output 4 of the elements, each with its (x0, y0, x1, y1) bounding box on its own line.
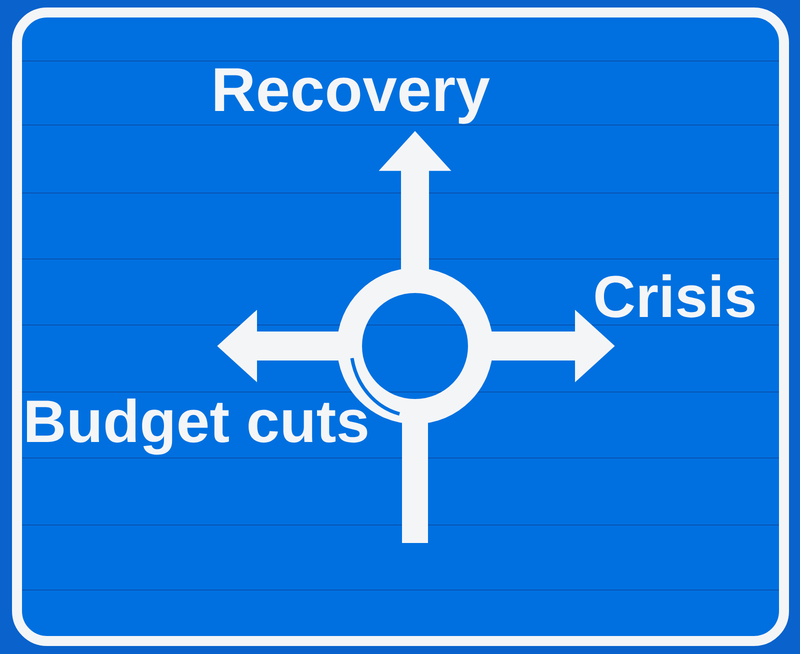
destination-label: Crisis (595, 274, 755, 318)
destination-label: Recovery (215, 68, 490, 124)
destination-label: Budget cuts (27, 398, 368, 455)
road-stem (402, 422, 428, 543)
